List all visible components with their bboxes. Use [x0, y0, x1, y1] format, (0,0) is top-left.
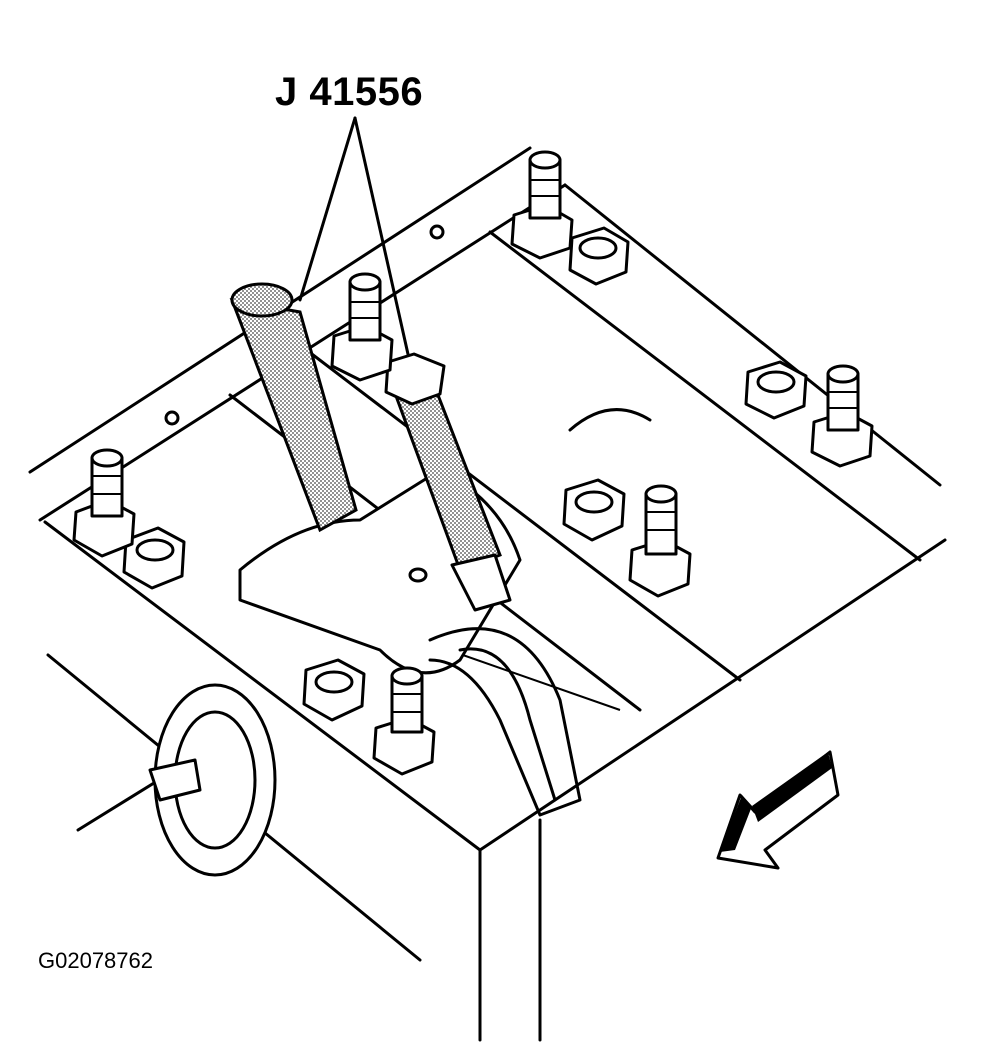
- direction-arrow-icon: [716, 750, 840, 870]
- shaft-boss: [148, 683, 277, 877]
- stud-bolt-icon: [330, 272, 394, 382]
- hex-nut-icon: [384, 352, 446, 406]
- pin-tool-left: [229, 282, 358, 533]
- stud-bolt-icon: [372, 666, 436, 776]
- callout-leaders: [298, 116, 414, 374]
- figure-id: G02078762: [38, 948, 153, 973]
- hex-nuts: [122, 226, 808, 722]
- hex-nut-icon: [302, 658, 366, 722]
- stud-bolts: [72, 150, 874, 776]
- hex-nut-icon: [562, 478, 626, 542]
- tool-callout-label: J 41556: [275, 70, 424, 114]
- hex-nut-icon: [568, 226, 630, 286]
- stud-bolt-icon: [72, 448, 136, 558]
- hex-nut-icon: [744, 360, 808, 420]
- stud-bolt-icon: [810, 364, 874, 468]
- stud-bolt-icon: [628, 484, 692, 598]
- hex-nut-icon: [122, 526, 186, 590]
- stud-bolt-icon: [510, 150, 574, 260]
